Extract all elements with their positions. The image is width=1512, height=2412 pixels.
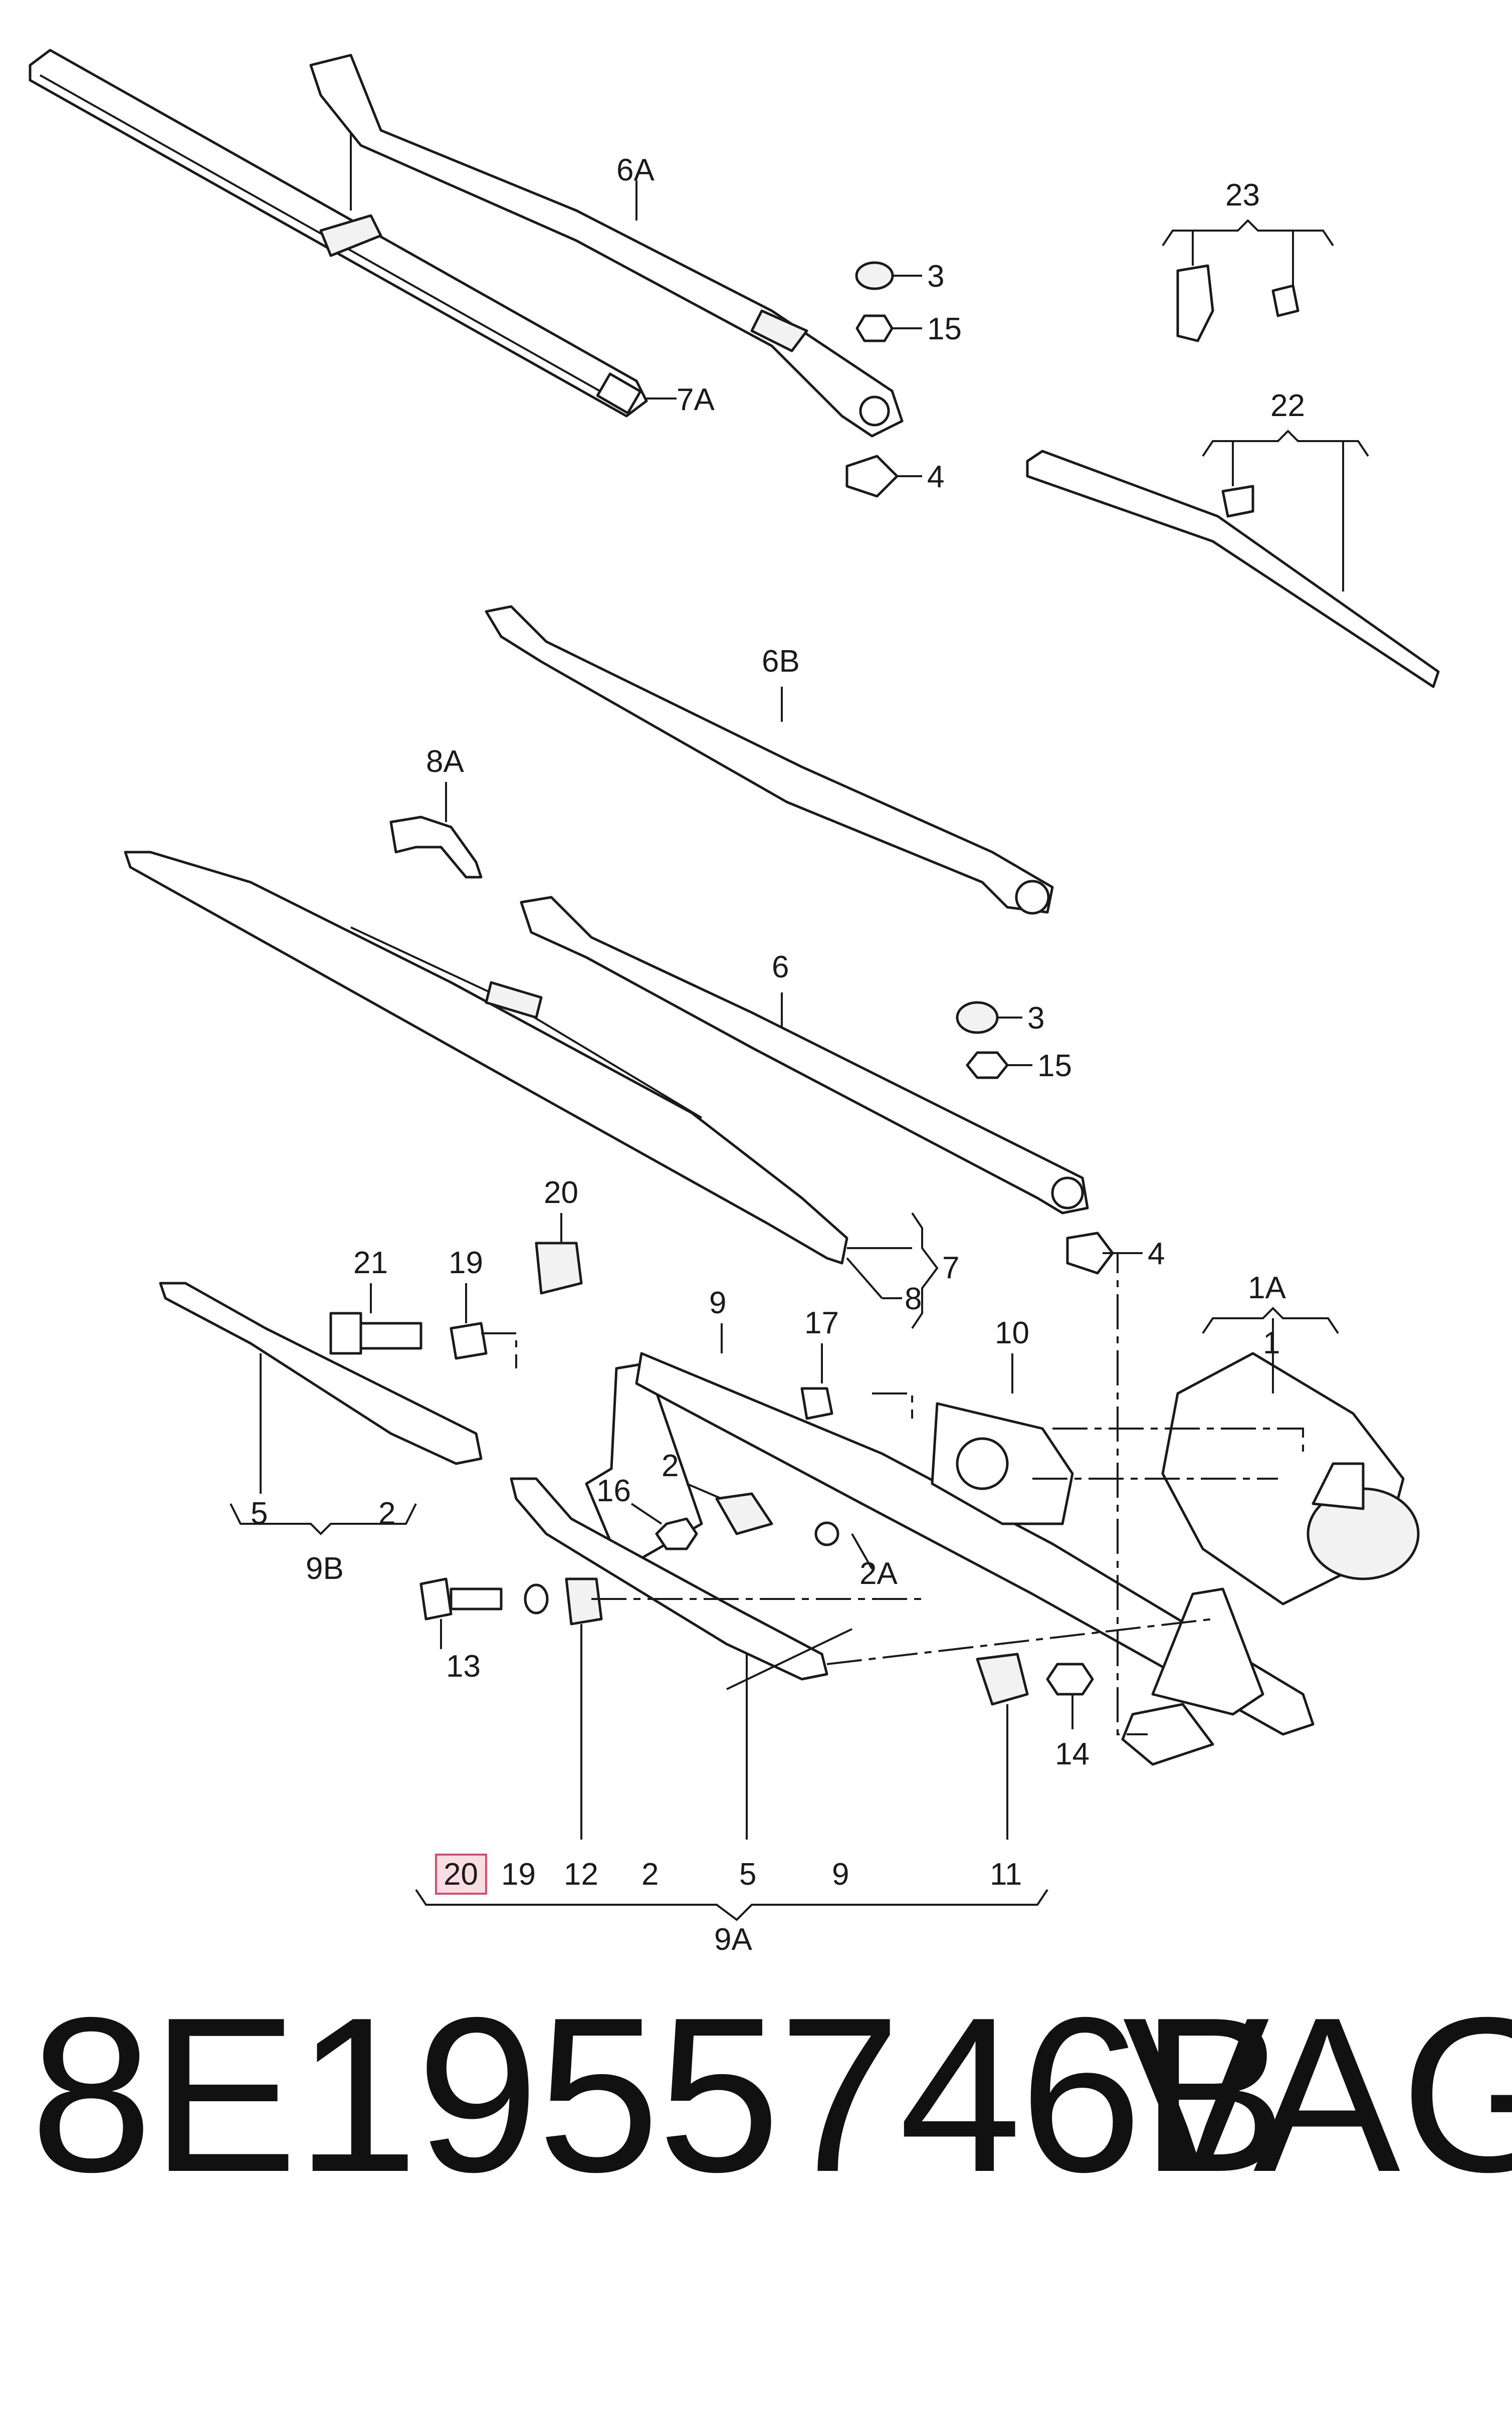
callout-15-lower: 15 bbox=[1037, 1049, 1072, 1083]
callout-6A: 6A bbox=[616, 153, 655, 187]
link-rod-5-center bbox=[510, 1477, 828, 1681]
grommet-19 bbox=[450, 1322, 488, 1360]
callout-14: 14 bbox=[1055, 1737, 1090, 1771]
wiper-arm-6A bbox=[309, 54, 904, 438]
callout-10: 10 bbox=[995, 1316, 1029, 1350]
callout-19: 19 bbox=[449, 1246, 483, 1280]
adapter-8A bbox=[389, 816, 483, 879]
callout-4-lower: 4 bbox=[1148, 1237, 1165, 1271]
callout-23: 23 bbox=[1225, 178, 1260, 213]
nut-16 bbox=[655, 1517, 698, 1550]
part-number: 8E1955746B bbox=[30, 1972, 1287, 2218]
callout-13: 13 bbox=[446, 1649, 481, 1684]
pivot-2 bbox=[715, 1492, 773, 1535]
washer-4-lower bbox=[1066, 1232, 1114, 1275]
callout-1: 1 bbox=[1263, 1326, 1280, 1360]
callout-3-upper: 3 bbox=[927, 259, 944, 294]
bolt-17 bbox=[800, 1387, 833, 1420]
callout-8: 8 bbox=[905, 1282, 922, 1316]
callout-21: 21 bbox=[353, 1246, 388, 1280]
bolt-13 bbox=[419, 1577, 503, 1621]
callout-9: 9 bbox=[709, 1286, 726, 1320]
cap-3-lower bbox=[956, 1001, 999, 1034]
row-item-12: 12 bbox=[564, 1857, 598, 1892]
nut-14 bbox=[1046, 1663, 1094, 1696]
washer-4-upper bbox=[845, 455, 899, 498]
callout-15-upper: 15 bbox=[927, 312, 962, 346]
highlight-box bbox=[435, 1854, 487, 1895]
callout-4-upper: 4 bbox=[927, 460, 944, 494]
cap-3-upper bbox=[855, 261, 894, 290]
callout-20: 20 bbox=[544, 1175, 578, 1210]
wiper-motor-1 bbox=[1161, 1352, 1420, 1605]
row-item-19: 19 bbox=[501, 1857, 536, 1892]
callout-1A: 1A bbox=[1248, 1271, 1286, 1305]
row-item-20: 20 bbox=[444, 1857, 478, 1892]
callout-6B: 6B bbox=[762, 644, 800, 679]
callout-5-left: 5 bbox=[251, 1496, 268, 1531]
brand-label: VAG bbox=[1123, 1972, 1512, 2218]
nut-15-upper bbox=[855, 314, 894, 342]
bolt-21 bbox=[329, 1312, 422, 1355]
bushing-11 bbox=[976, 1653, 1029, 1706]
wiper-blade-7A bbox=[29, 49, 648, 418]
callout-22: 22 bbox=[1270, 388, 1305, 423]
washer-2A bbox=[814, 1521, 839, 1546]
bushing-20 bbox=[535, 1242, 583, 1295]
callout-2: 2 bbox=[662, 1449, 679, 1483]
linkage-assembly bbox=[585, 1352, 1315, 1766]
callout-2-left: 2 bbox=[378, 1496, 395, 1531]
row-item-2: 2 bbox=[641, 1857, 659, 1892]
callout-8A: 8A bbox=[426, 744, 464, 779]
callout-7: 7 bbox=[942, 1251, 959, 1285]
wiper-arm-6 bbox=[520, 896, 1089, 1215]
trim-strip-22 bbox=[1026, 450, 1440, 688]
callout-9A: 9A bbox=[714, 1922, 752, 1955]
callout-17: 17 bbox=[804, 1306, 839, 1340]
link-rod-5-left bbox=[159, 1282, 483, 1465]
callout-6: 6 bbox=[772, 950, 789, 984]
callout-3-lower: 3 bbox=[1027, 1001, 1044, 1036]
wiper-blade-8 bbox=[124, 851, 848, 1265]
wiper-arm-6B bbox=[485, 605, 1054, 915]
bushing-12 bbox=[565, 1577, 603, 1626]
clips-23 bbox=[1176, 264, 1300, 342]
footer: 8E1955746B VAG bbox=[0, 1985, 1512, 2286]
row-item-5: 5 bbox=[739, 1857, 756, 1892]
callout-9B: 9B bbox=[306, 1551, 344, 1586]
exploded-parts-diagram: 6A 7A 3 15 4 23 22 6B 8A 6 3 15 4 7 8 1A… bbox=[29, 49, 1440, 1955]
washer-small bbox=[524, 1583, 549, 1615]
nut-15-lower bbox=[966, 1051, 1009, 1079]
callout-7A: 7A bbox=[677, 382, 715, 417]
callout-2A: 2A bbox=[859, 1556, 898, 1591]
callout-16: 16 bbox=[596, 1474, 631, 1508]
row-item-11: 11 bbox=[990, 1857, 1022, 1892]
row-item-9: 9 bbox=[832, 1857, 849, 1892]
